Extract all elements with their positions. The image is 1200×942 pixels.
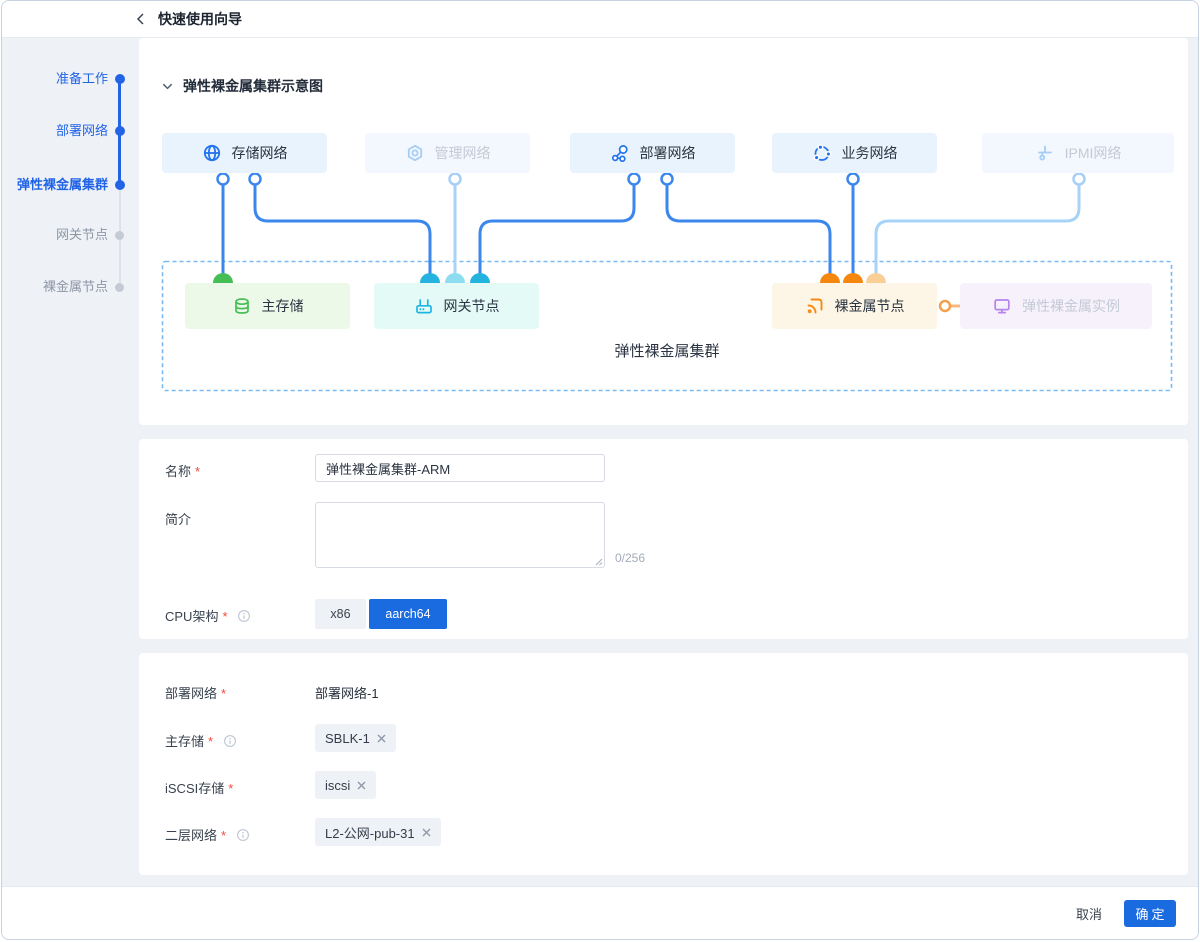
chevron-left-icon — [136, 13, 144, 25]
node-primary-storage: 主存储 — [185, 283, 350, 329]
name-label-text: 名称 — [165, 464, 192, 479]
connector-lines — [221, 184, 1081, 308]
iscsi-storage-label-text: iSCSI存储 — [165, 781, 225, 796]
node-gateway: 网关节点 — [374, 283, 539, 329]
back-button[interactable] — [134, 12, 148, 26]
description-textarea[interactable] — [315, 502, 605, 568]
l2-network-label: 二层网络* — [165, 825, 250, 845]
database-icon — [234, 298, 249, 314]
deploy-network-label: 部署网络* — [165, 683, 226, 702]
l2-network-label-text: 二层网络 — [165, 828, 218, 843]
network-form-card: 部署网络* 部署网络-1 主存储* SBLK-1 iSCSI存储* iscsi — [139, 653, 1188, 875]
sidebar-item-gateway-node[interactable]: 网关节点 — [55, 227, 108, 242]
diagram-section-toggle[interactable]: 弹性裸金属集群示意图 — [161, 76, 323, 96]
name-label: 名称* — [165, 461, 200, 480]
node-label: 网关节点 — [443, 298, 500, 314]
close-icon[interactable] — [422, 828, 431, 837]
step-dot — [114, 126, 125, 136]
tag-label: SBLK-1 — [325, 730, 370, 746]
iscsi-storage-label: iSCSI存储* — [165, 778, 233, 797]
router-icon — [415, 299, 432, 314]
globe-icon — [203, 144, 220, 162]
step-dot — [114, 74, 125, 84]
step-dot — [114, 180, 125, 190]
primary-storage-label: 主存储* — [165, 731, 237, 751]
page-title: 快速使用向导 — [158, 11, 242, 27]
step-dot — [115, 230, 124, 240]
cpu-option-aarch64[interactable]: aarch64 — [369, 599, 447, 629]
name-input[interactable] — [315, 454, 605, 482]
sidebar-item-bm-node[interactable]: 裸金属节点 — [42, 279, 108, 294]
monitor-icon — [994, 299, 1010, 314]
footer-bar: 取消 确定 — [2, 886, 1198, 939]
node-label: 管理网络 — [434, 145, 491, 161]
node-label: 弹性裸金属实例 — [1022, 298, 1120, 314]
node-label: IPMI网络 — [1064, 145, 1122, 161]
node-business-network: 业务网络 — [772, 133, 937, 173]
node-baremetal: 裸金属节点 — [772, 283, 937, 329]
node-bm-instance: 弹性裸金属实例 — [960, 283, 1152, 329]
required-marker: * — [221, 686, 227, 701]
circle-nodes-icon — [813, 144, 831, 161]
connector-endpoints — [213, 273, 886, 283]
required-marker: * — [228, 781, 234, 796]
step-dot — [115, 282, 124, 292]
basic-form-card: 名称* 简介 0/256 CPU架构* x86 aarch6 — [139, 439, 1188, 639]
info-icon[interactable] — [236, 828, 250, 845]
wizard-stepper: 准备工作 部署网络 弹性裸金属集群 网关节点 裸金属节点 — [2, 38, 139, 888]
top-bar: 快速使用向导 — [2, 1, 1198, 38]
description-field-wrap — [315, 502, 605, 568]
deploy-network-label-text: 部署网络 — [165, 686, 218, 701]
sidebar-item-bm-cluster[interactable]: 弹性裸金属集群 — [16, 177, 108, 192]
node-label: 主存储 — [261, 298, 304, 314]
description-label-text: 简介 — [165, 512, 192, 527]
node-label: 裸金属节点 — [834, 298, 905, 314]
cpu-arch-label-text: CPU架构 — [165, 609, 219, 624]
cancel-button[interactable]: 取消 — [1076, 904, 1102, 923]
nut-icon — [407, 144, 422, 162]
node-label: 业务网络 — [841, 145, 898, 161]
primary-storage-tag[interactable]: SBLK-1 — [315, 724, 396, 752]
deploy-network-value: 部署网络-1 — [315, 686, 379, 701]
iscsi-storage-tag[interactable]: iscsi — [315, 771, 377, 799]
chevron-down-icon — [162, 83, 173, 89]
required-marker: * — [222, 609, 228, 624]
cpu-option-x86[interactable]: x86 — [315, 599, 366, 629]
node-management-network: 管理网络 — [365, 133, 530, 173]
node-label: 存储网络 — [231, 145, 288, 161]
node-label: 部署网络 — [639, 145, 696, 161]
node-deploy-network: 部署网络 — [570, 133, 735, 173]
share-nodes-icon — [611, 145, 628, 163]
description-label: 简介 — [165, 509, 191, 528]
diagram-card: 弹性裸金属集群示意图 — [139, 38, 1188, 425]
char-counter: 0/256 — [615, 551, 646, 565]
required-marker: * — [208, 734, 214, 749]
required-marker: * — [221, 828, 227, 843]
close-icon[interactable] — [357, 781, 366, 790]
info-icon[interactable] — [223, 734, 237, 751]
cpu-arch-segmented: x86 aarch64 — [315, 599, 447, 629]
connector-rings — [216, 172, 1086, 313]
node-storage-network: 存储网络 — [162, 133, 327, 173]
confirm-button[interactable]: 确定 — [1124, 899, 1176, 927]
primary-storage-label-text: 主存储 — [165, 734, 205, 749]
info-icon[interactable] — [237, 609, 251, 626]
sidebar-item-deploy-network[interactable]: 部署网络 — [55, 123, 108, 138]
l2-network-tag[interactable]: L2-公网-pub-31 — [315, 818, 441, 846]
node-ipmi-network: IPMI网络 — [982, 133, 1174, 173]
diagram-connectors — [161, 172, 1173, 392]
sidebar-item-prepare[interactable]: 准备工作 — [55, 71, 108, 86]
cpu-arch-label: CPU架构* — [165, 606, 251, 626]
diagram-section-title: 弹性裸金属集群示意图 — [183, 78, 323, 94]
tag-label: iscsi — [325, 777, 351, 793]
tag-label: L2-公网-pub-31 — [325, 825, 415, 841]
required-marker: * — [195, 464, 201, 479]
signal-icon — [807, 298, 822, 314]
probe-icon — [1037, 145, 1052, 161]
cluster-label: 弹性裸金属集群 — [614, 343, 720, 360]
close-icon[interactable] — [377, 734, 386, 743]
